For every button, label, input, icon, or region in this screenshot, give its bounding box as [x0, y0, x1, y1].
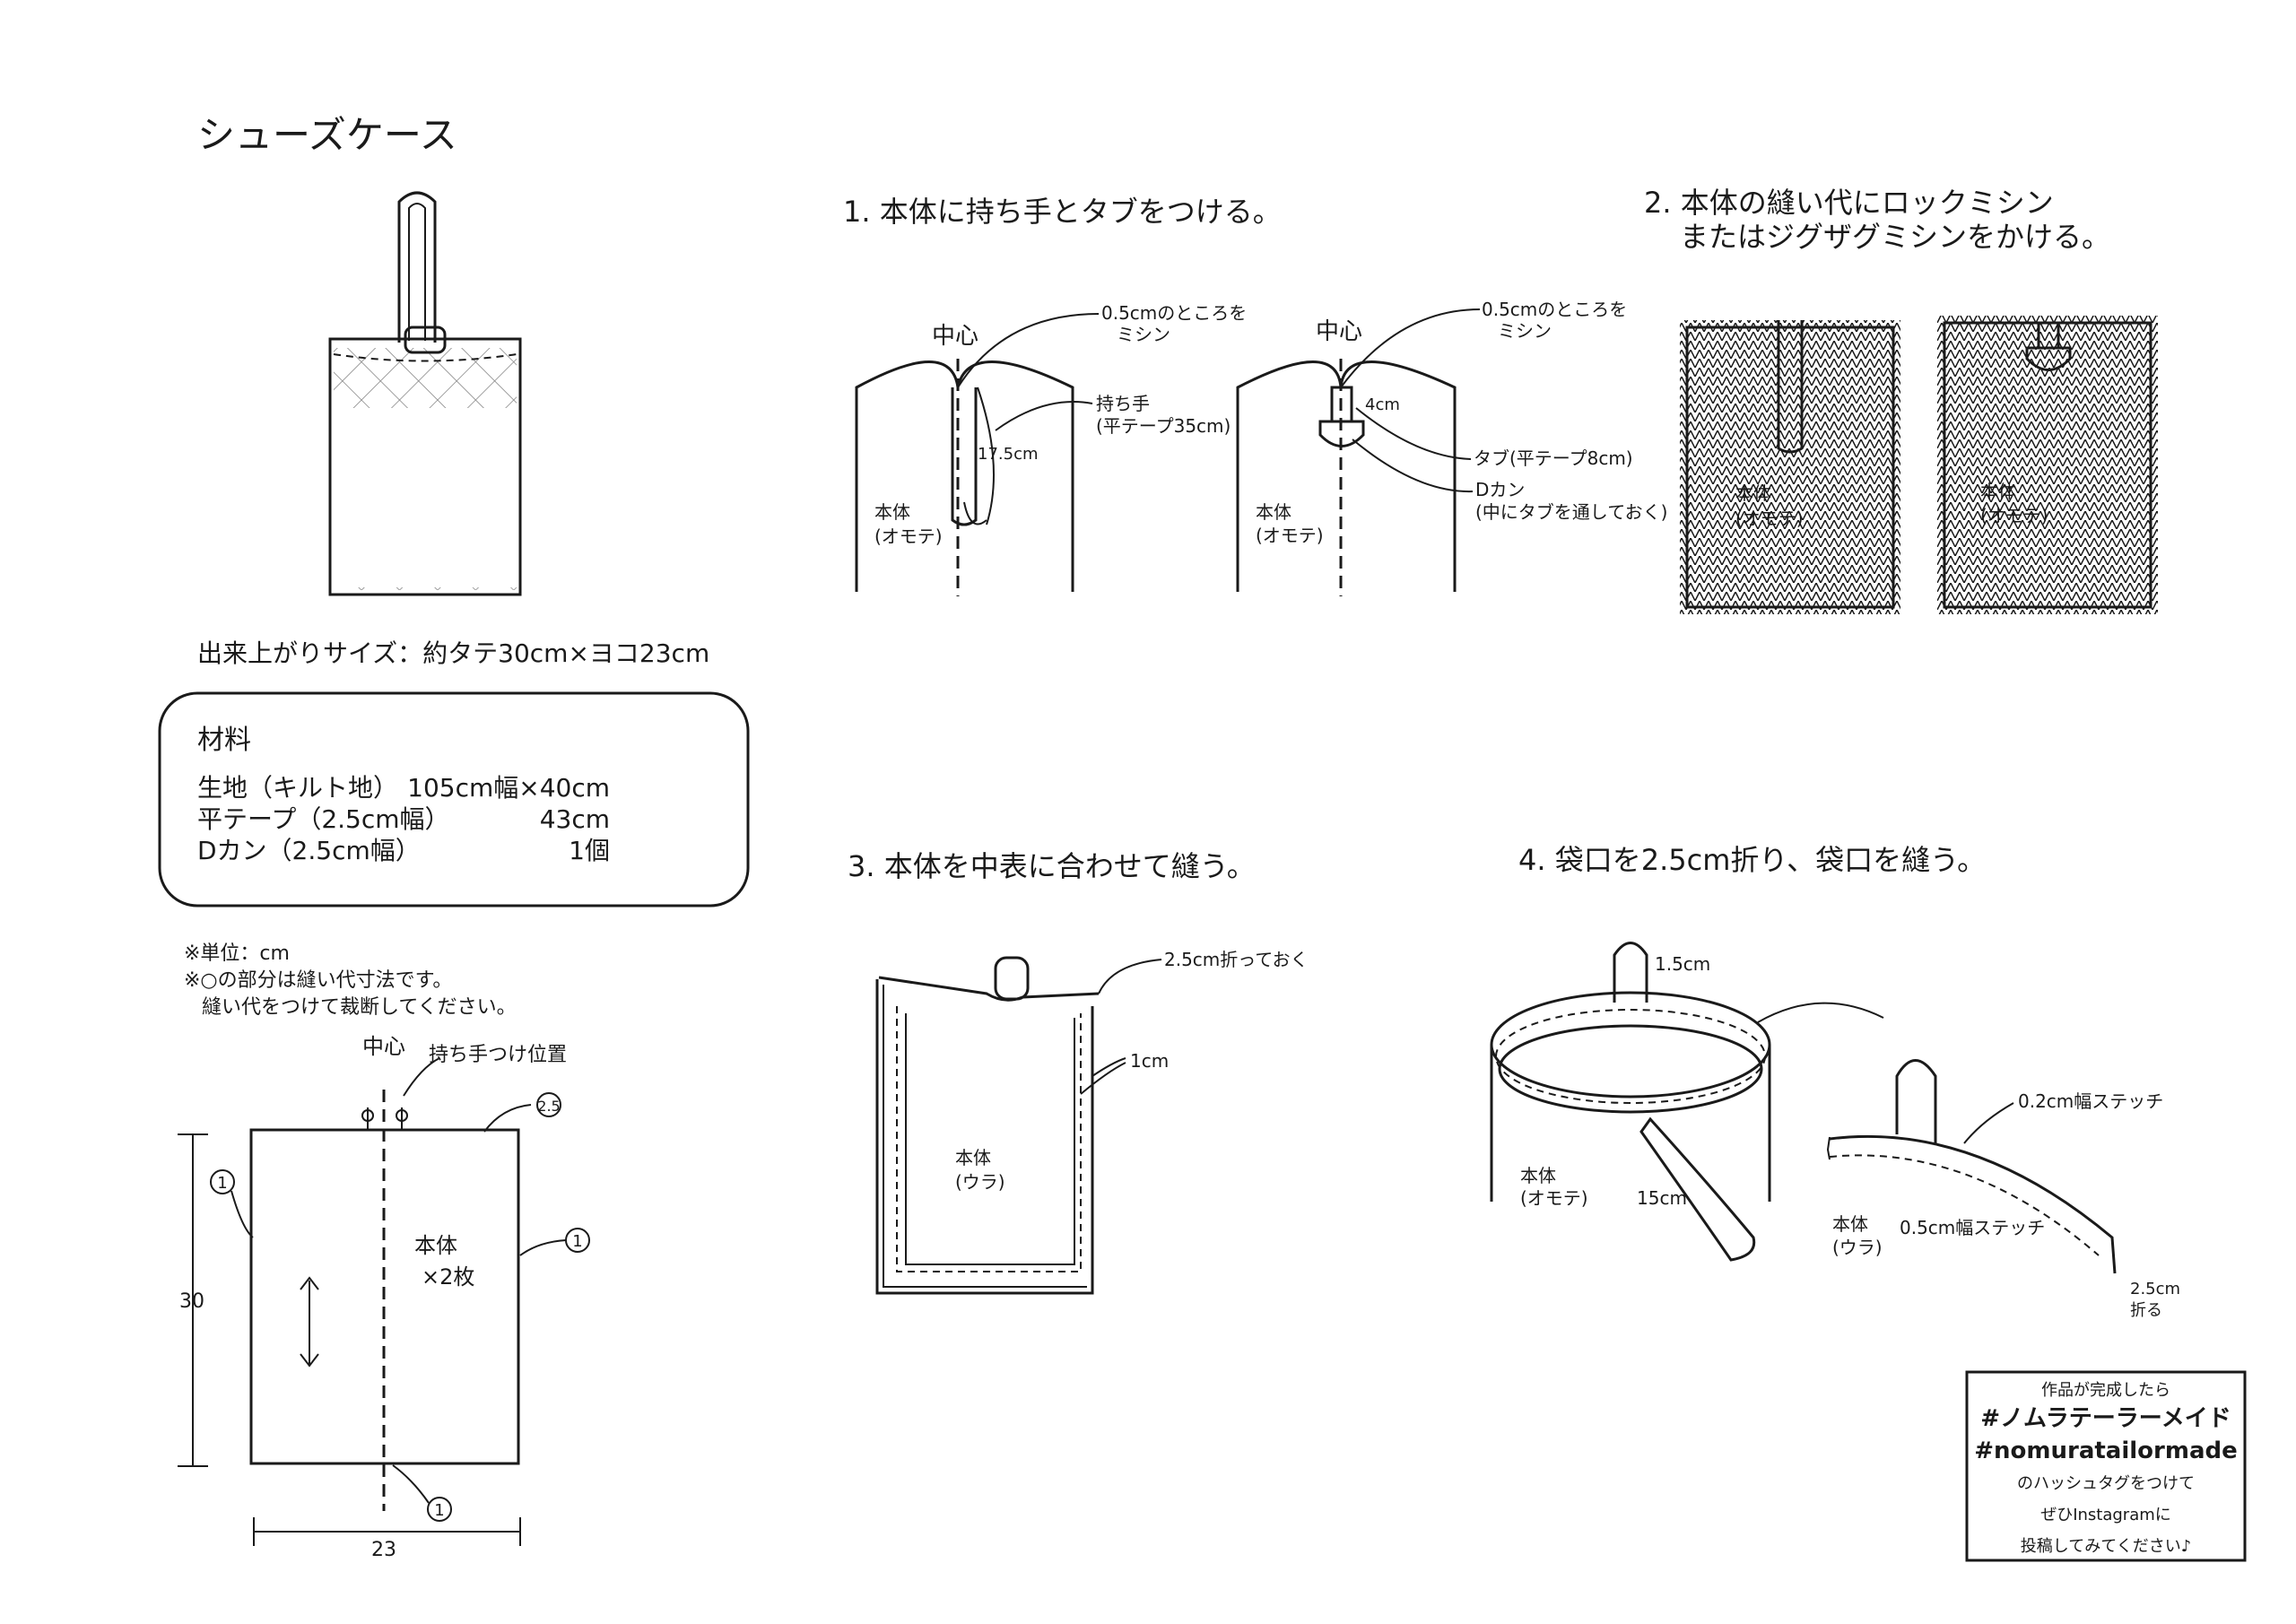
- pattern-count-label: ×2枚: [422, 1264, 474, 1290]
- body-label: (オモテ): [1735, 508, 1804, 529]
- handle-label: 持ち手: [1096, 393, 1150, 414]
- step4-diagram-b: 0.2cm幅ステッチ 0.5cm幅ステッチ 本体 (ウラ) 2.5cm 折る: [1826, 1059, 2180, 1320]
- fold-note: 2.5cm折っておく: [1164, 949, 1309, 970]
- hashtag-line3: ぜひInstagramに: [2040, 1506, 2171, 1524]
- hashtag-line2: のハッシュタグをつけて: [2017, 1474, 2195, 1493]
- stitch-05: 0.5cm幅ステッチ: [1900, 1217, 2045, 1238]
- hashtag-en: #nomuratailormade: [1974, 1437, 2238, 1464]
- seam-allowance: 1cm: [1130, 1050, 1169, 1072]
- step1-heading: 1. 本体に持ち手とタブをつける。: [843, 195, 1282, 229]
- pattern-center-label: 中心: [362, 1034, 405, 1059]
- body-label: 本体: [1980, 481, 2016, 502]
- note-seam: ※○の部分は縫い代寸法です。: [184, 969, 452, 992]
- body-label: 本体: [955, 1147, 991, 1168]
- material-name: 平テープ（2.5cm幅）: [197, 804, 450, 834]
- seam-right-value: 1: [572, 1232, 582, 1251]
- pattern-body-label: 本体: [414, 1233, 457, 1258]
- step1-center-label: 中心: [1316, 318, 1362, 345]
- hashtag-box: 作品が完成したら #ノムラテーラーメイド #nomuratailormade の…: [1965, 1370, 2247, 1562]
- page-title: シューズケース: [197, 113, 457, 157]
- pattern-piece: 中心 持ち手つけ位置 2.5 1 1 1 本体 ×2枚 30 23: [178, 1034, 590, 1561]
- body-label: 本体: [874, 501, 910, 523]
- stitch-note: ミシン: [1498, 320, 1552, 342]
- height-dimension: 30: [179, 1290, 204, 1313]
- note-unit: ※単位：cm: [184, 942, 290, 965]
- step2-diagram-a: 本体 (オモテ): [1680, 320, 1900, 614]
- step4-heading: 4. 袋口を2.5cm折り、袋口を縫う。: [1518, 843, 1986, 877]
- seam-bottom-value: 1: [434, 1501, 444, 1520]
- body-label: (ウラ): [955, 1171, 1005, 1193]
- tab-length: 1.5cm: [1655, 953, 1710, 975]
- finished-size: 出来上がりサイズ：約タテ30cm×ヨコ23cm: [197, 638, 709, 668]
- material-qty: 43cm: [540, 804, 610, 834]
- body-label: (オモテ): [1980, 505, 2048, 526]
- stitch-02: 0.2cm幅ステッチ: [2018, 1090, 2163, 1112]
- step1-center-label: 中心: [932, 323, 978, 350]
- step2-heading: 2. 本体の縫い代にロックミシン: [1644, 186, 2054, 220]
- fold-label: 折る: [2130, 1301, 2162, 1320]
- step2-heading: またはジグザグミシンをかける。: [1680, 220, 2110, 254]
- seam-left-value: 1: [217, 1174, 227, 1193]
- stitch-note: 0.5cmのところを: [1482, 299, 1627, 320]
- step1-diagram-b: 中心 4cm 0.5cmのところを ミシン タブ(平テープ8cm) Dカン (中…: [1236, 299, 1667, 596]
- handle-length: 17.5cm: [978, 445, 1039, 464]
- width-dimension: 23: [371, 1539, 396, 1561]
- dring-label: Dカン: [1475, 479, 1525, 500]
- note-cut: 縫い代をつけて裁断してください。: [202, 996, 517, 1019]
- grain-arrow-icon: [300, 1276, 319, 1368]
- materials-box: 材料 生地（キルト地） 105cm幅×40cm 平テープ（2.5cm幅） 43c…: [158, 691, 750, 908]
- body-label: 本体: [1520, 1165, 1556, 1186]
- step2-diagram-b: 本体 (オモテ): [1937, 316, 2158, 614]
- stitch-note: 0.5cmのところを: [1101, 302, 1247, 324]
- materials-heading: 材料: [197, 725, 251, 756]
- material-qty: 1個: [569, 836, 610, 865]
- body-label: 本体: [1832, 1213, 1868, 1235]
- body-label: 本体: [1256, 501, 1292, 523]
- tab-length: 4cm: [1365, 395, 1400, 414]
- step1-diagram-a: 中心 0.5cmのところを ミシン 持ち手 (平テープ35cm) 17.5cm …: [855, 302, 1247, 596]
- material-qty: 105cm幅×40cm: [407, 773, 610, 803]
- body-label: (ウラ): [1832, 1237, 1883, 1258]
- handle-label: (平テープ35cm): [1096, 415, 1231, 437]
- hashtag-line4: 投稿してみてください♪: [2021, 1537, 2191, 1556]
- seam-top-value: 2.5: [537, 1098, 560, 1115]
- material-name: 生地（キルト地）: [197, 773, 398, 803]
- dring-label: (中にタブを通しておく): [1475, 501, 1667, 523]
- body-label: (オモテ): [1520, 1187, 1588, 1209]
- body-label: (オモテ): [874, 525, 943, 547]
- step4-diagram-a: 1.5cm 15cm 本体 (オモテ): [1490, 942, 1884, 1262]
- hashtag-intro: 作品が完成したら: [2041, 1381, 2170, 1400]
- body-label: (オモテ): [1256, 525, 1324, 546]
- step3-diagram: 2.5cm折っておく 1cm 本体 (ウラ): [875, 949, 1309, 1295]
- material-name: Dカン（2.5cm幅）: [197, 836, 421, 865]
- step3-heading: 3. 本体を中表に合わせて縫う。: [848, 849, 1256, 883]
- fold-label: 2.5cm: [2130, 1280, 2180, 1298]
- shoe-case-illustration: [328, 191, 522, 596]
- body-label: 本体: [1735, 482, 1771, 504]
- stitch-note: ミシン: [1117, 324, 1170, 345]
- tab-label: タブ(平テープ8cm): [1474, 447, 1633, 469]
- handle-position-label: 持ち手つけ位置: [429, 1044, 567, 1066]
- handle-length: 15cm: [1637, 1187, 1687, 1209]
- hashtag-jp: #ノムラテーラーメイド: [1980, 1405, 2231, 1432]
